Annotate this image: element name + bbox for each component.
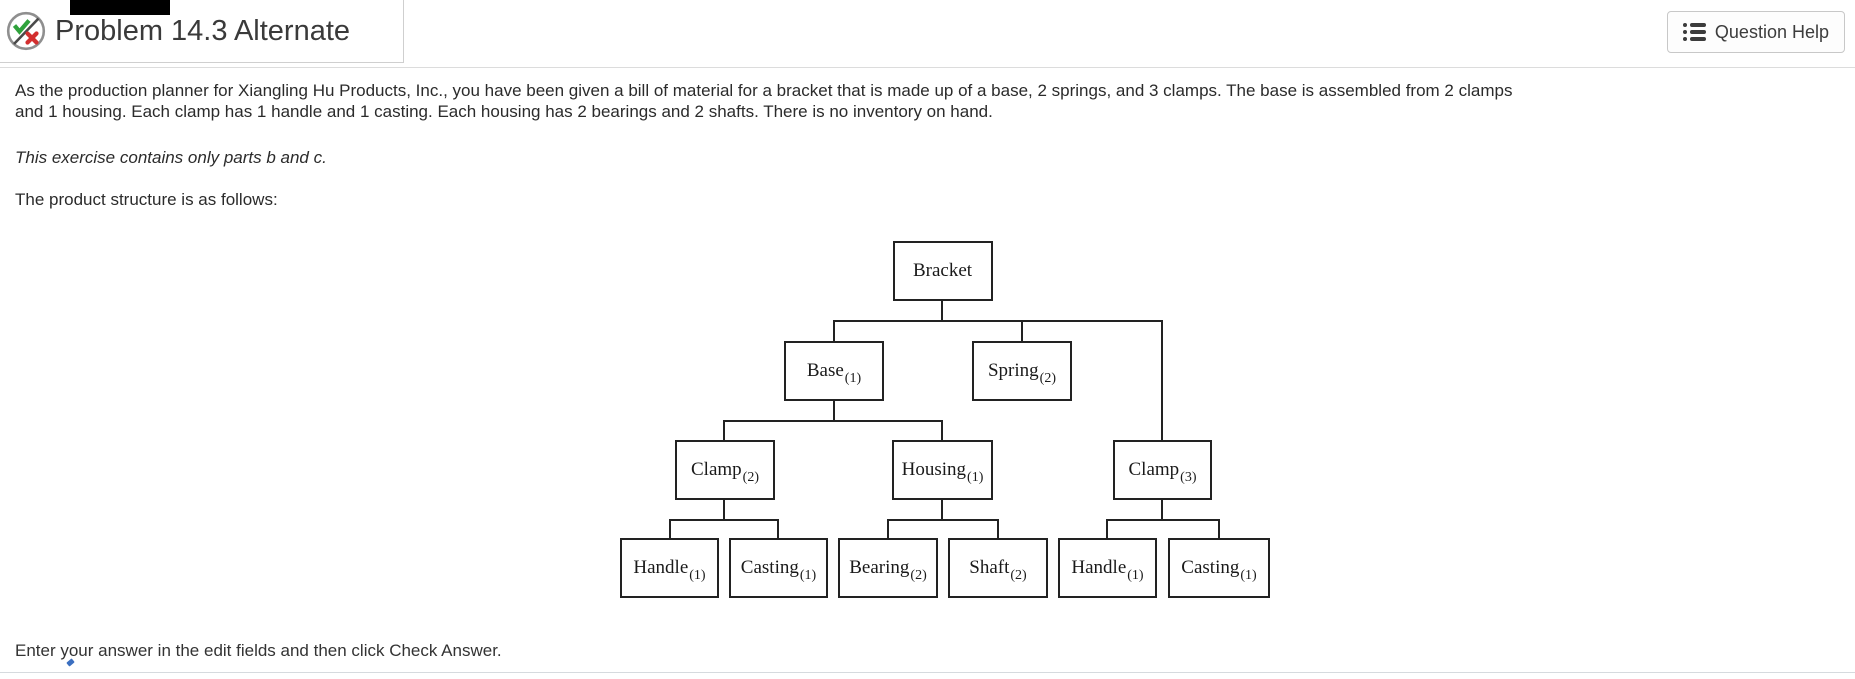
structure-intro: The product structure is as follows: (15, 190, 278, 209)
node-bearing: Bearing(2) (838, 538, 938, 598)
connector-line (997, 520, 999, 538)
question-help-button[interactable]: Question Help (1666, 11, 1845, 53)
page-title: Problem 14.3 Alternate (55, 14, 351, 47)
check-x-circle-icon (6, 11, 46, 51)
exercise-note: This exercise contains only parts b and … (15, 148, 327, 167)
connector-line (833, 320, 1163, 322)
connector-line (1161, 500, 1163, 520)
node-label: Base (806, 360, 844, 381)
title-tab: Problem 14.3 Alternate (0, 0, 404, 63)
node-label: Clamp (1128, 459, 1180, 480)
node-label: Clamp (691, 459, 742, 480)
node-qty: (1) (1240, 568, 1257, 583)
node-qty: (1) (967, 470, 984, 485)
node-qty: (1) (799, 568, 817, 583)
connector-line (941, 301, 943, 321)
node-spring: Spring(2) (972, 341, 1072, 401)
node-qty: (2) (1010, 568, 1027, 583)
connector-line (833, 401, 835, 421)
node-base: Base(1) (784, 341, 884, 401)
node-clamp-3: Clamp(3) (1113, 440, 1212, 500)
node-label: Housing (901, 459, 967, 480)
connector-line (1218, 520, 1220, 538)
answer-instruction: Enter your answer in the edit fields and… (15, 641, 502, 660)
connector-line (887, 519, 999, 521)
bottom-divider (0, 672, 1855, 673)
node-casting-right: Casting(1) (1168, 538, 1270, 598)
node-label: Handle (1071, 557, 1127, 578)
list-icon (1682, 23, 1706, 41)
problem-statement: As the production planner for Xiangling … (15, 81, 1513, 121)
node-bracket: Bracket (893, 241, 993, 301)
node-qty: (1) (1127, 568, 1144, 583)
connector-line (833, 321, 835, 341)
connector-line (669, 520, 671, 538)
connector-line (777, 520, 779, 538)
node-label: Shaft (969, 557, 1010, 578)
connector-line (723, 500, 725, 520)
question-help-label: Question Help (1714, 21, 1829, 42)
node-shaft: Shaft(2) (948, 538, 1048, 598)
node-label: Casting (1181, 557, 1240, 578)
connector-line (1106, 520, 1108, 538)
connector-line (669, 519, 779, 521)
connector-line (723, 420, 943, 422)
node-label: Bearing (849, 557, 910, 578)
connector-line (887, 520, 889, 538)
header: Problem 14.3 Alternate Question Help (0, 0, 1855, 68)
connector-line (723, 421, 725, 440)
node-label: Casting (740, 557, 799, 578)
node-qty: (1) (844, 371, 862, 386)
node-qty: (1) (689, 568, 706, 583)
connector-line (941, 421, 943, 440)
node-clamp-2: Clamp(2) (675, 440, 775, 500)
connector-line (1161, 321, 1163, 440)
product-structure-diagram: Bracket Base(1) Spring(2) Clamp(2) Housi… (0, 225, 1855, 617)
connector-line (1021, 321, 1023, 341)
node-qty: (2) (742, 470, 759, 485)
node-qty: (3) (1180, 470, 1197, 485)
node-label: Handle (633, 557, 689, 578)
connector-line (941, 500, 943, 520)
node-label: Bracket (912, 260, 973, 281)
node-housing: Housing(1) (892, 440, 993, 500)
node-qty: (2) (1039, 371, 1056, 386)
node-casting-left: Casting(1) (729, 538, 828, 598)
node-qty: (2) (910, 568, 927, 583)
node-handle-left: Handle(1) (620, 538, 719, 598)
node-label: Spring (987, 360, 1039, 381)
node-handle-right: Handle(1) (1058, 538, 1157, 598)
redaction-bar (70, 0, 170, 15)
connector-line (1106, 519, 1220, 521)
